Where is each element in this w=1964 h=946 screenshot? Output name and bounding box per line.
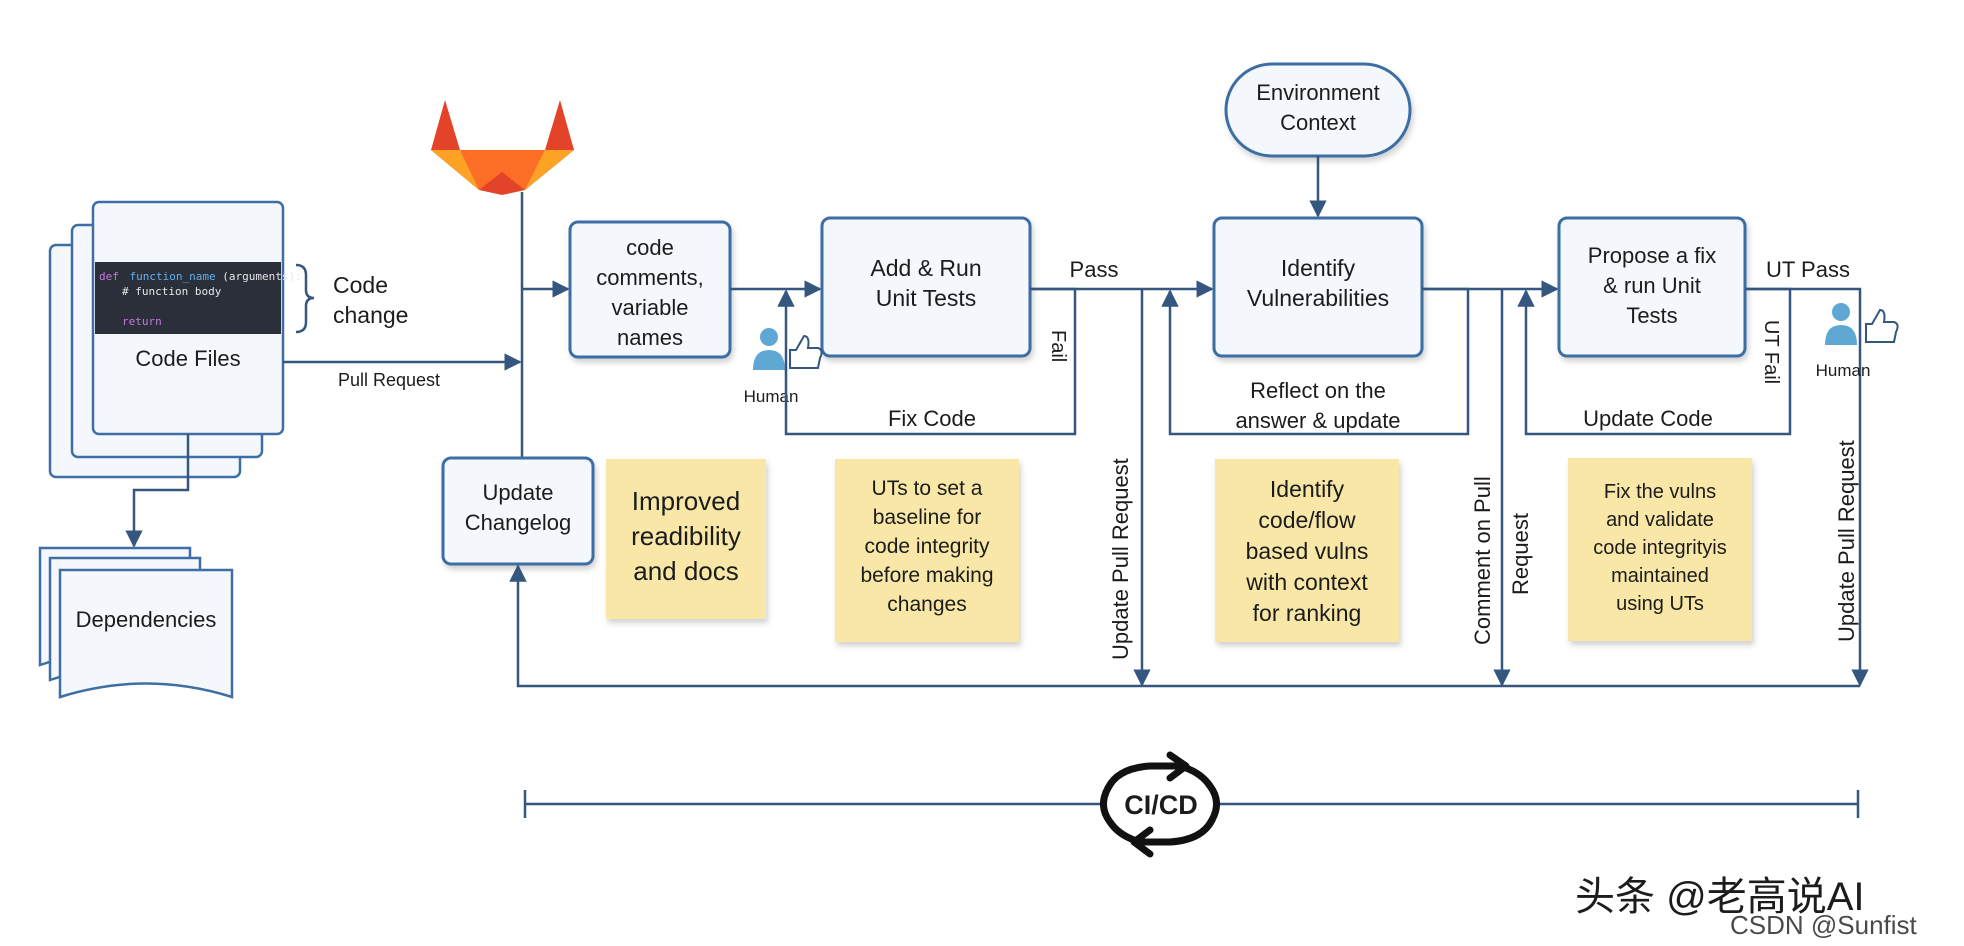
pull-request-label: Pull Request [338, 370, 440, 390]
human-thumbs-up-icon [1825, 303, 1899, 345]
code-files-stack: def function_name (arguments): # functio… [48, 200, 302, 479]
svg-text:def function_name: def function_name (arguments): [99, 270, 302, 283]
step4-line1: Propose a fix [1588, 243, 1716, 268]
watermark-sub: CSDN @Sunfist [1730, 910, 1918, 940]
reflect-label-2: answer & update [1235, 408, 1400, 433]
snippet-args: (arguments): [222, 270, 301, 283]
fix-code-label: Fix Code [888, 406, 976, 431]
note2-line2: baseline for [873, 506, 982, 529]
step4-line2: & run Unit [1603, 273, 1701, 298]
snippet-keyword: def [99, 270, 119, 283]
human-label-2: Human [1816, 361, 1871, 380]
note2-line4: before making [860, 564, 993, 587]
update-pr-2-label: Update Pull Request [1834, 440, 1859, 642]
code-files-label: Code Files [135, 346, 240, 371]
return-line [509, 564, 1860, 688]
step-propose-fix-box [1557, 216, 1747, 358]
ut-pass-line [1745, 287, 1869, 687]
ut-fail-label: UT Fail [1760, 320, 1782, 384]
note2-line5: changes [887, 593, 966, 616]
connector-to-dependencies [125, 434, 190, 548]
note-uts-baseline: UTs to set a baseline for code integrity… [835, 459, 1019, 642]
environment-context-line1: Environment [1256, 80, 1380, 105]
note2-line3: code integrity [865, 535, 990, 558]
dependencies-label: Dependencies [76, 607, 217, 632]
ut-pass-label: UT Pass [1766, 257, 1850, 282]
dependencies-stack: Dependencies [38, 546, 234, 699]
note1-line1: Improved [632, 486, 740, 516]
note3-line2: code/flow [1258, 507, 1356, 533]
note3-line5: for ranking [1253, 600, 1362, 626]
human-label-1: Human [744, 387, 799, 406]
step1-line3: variable [611, 295, 688, 320]
watermark-main: 头条 @老高说AI [1575, 875, 1865, 919]
note3-line4: with context [1245, 569, 1368, 595]
fail-label: Fail [1047, 330, 1069, 362]
code-change-label-1: Code [333, 272, 388, 298]
code-change-brace [295, 263, 315, 334]
gitlab-logo-icon [431, 100, 574, 195]
step1-line1: code [626, 235, 674, 260]
note3-line3: based vulns [1246, 538, 1369, 564]
snippet-function-name: function_name [130, 270, 216, 283]
note-identify-vulns: Identify code/flow based vulns with cont… [1215, 459, 1399, 642]
update-code-label: Update Code [1583, 406, 1713, 431]
human-thumbs-up-icon [753, 328, 823, 370]
step2-line1: Add & Run [870, 255, 981, 281]
step1-line4: names [617, 325, 683, 350]
step2-line2: Unit Tests [876, 285, 977, 311]
note4-line1: Fix the vulns [1604, 481, 1716, 503]
note-improved-readability: Improved readibility and docs [606, 459, 766, 619]
cicd-cycle-icon [1100, 751, 1220, 858]
update-changelog-line2: Changelog [465, 510, 571, 535]
note1-line2: readibility [631, 521, 741, 551]
note4-line5: using UTs [1616, 593, 1704, 615]
step3-line2: Vulnerabilities [1247, 285, 1389, 311]
reflect-label-1: Reflect on the [1250, 378, 1386, 403]
note4-line3: code integrityis [1593, 537, 1726, 559]
update-changelog-line1: Update [483, 480, 554, 505]
step1-line2: comments, [596, 265, 704, 290]
snippet-return: return [122, 315, 162, 328]
step-add-run-unit-tests-box [820, 216, 1032, 358]
cicd-label: CI/CD [1124, 790, 1198, 820]
comment-pr-label-2: Request [1508, 513, 1533, 595]
step3-line1: Identify [1281, 255, 1356, 281]
comment-pr-label-1: Comment on Pull [1470, 476, 1495, 645]
note-fix-vulns: Fix the vulns and validate code integrit… [1568, 458, 1752, 641]
step4-line3: Tests [1626, 303, 1677, 328]
note1-line3: and docs [633, 556, 739, 586]
note2-line1: UTs to set a [872, 477, 983, 500]
step-identify-vulnerabilities-box [1212, 216, 1424, 358]
pass-label: Pass [1070, 257, 1119, 282]
snippet-body: # function body [122, 285, 222, 298]
code-change-label-2: change [333, 302, 408, 328]
note3-line1: Identify [1270, 476, 1345, 502]
update-pr-1-label: Update Pull Request [1108, 458, 1133, 660]
update-changelog-box [441, 456, 595, 566]
code-snippet [95, 262, 281, 334]
note4-line2: and validate [1606, 509, 1714, 531]
environment-context-line2: Context [1280, 110, 1356, 135]
note4-line4: maintained [1611, 565, 1709, 587]
